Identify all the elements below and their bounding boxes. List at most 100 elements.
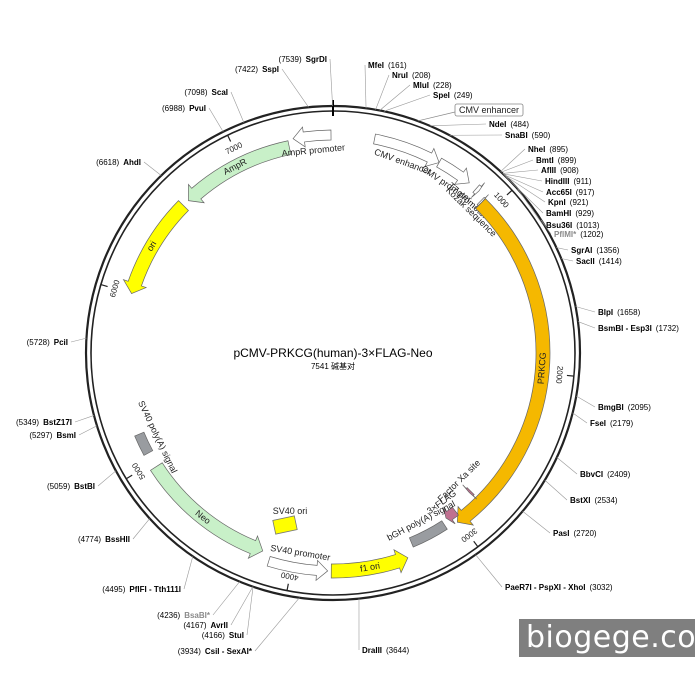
feature-label-prkcg: PRKCG [536,352,548,385]
site-pos-bamhi: (929) [575,209,594,218]
site-label-avrii: (4167)AvrII [183,621,228,630]
site-pos-avrii: (4167) [183,621,206,630]
feature-cmv-promoter [436,157,470,185]
feature-ampr-promoter [292,126,332,148]
site-label-kpni: KpnI(921) [548,198,589,207]
feature-label-ampr-promoter: AmpR promoter [281,142,345,158]
site-name-acc65i: Acc65I [546,188,572,197]
site-label-mlui: MluI(228) [413,81,452,90]
site-name-pasi: PasI [553,529,569,538]
site-name-aflii: AflII [541,166,556,175]
site-pos-paer7i-pspxi-xhoi: (3032) [589,583,612,592]
site-pos-aflii: (908) [560,166,579,175]
tick-mark-4000 [286,583,289,591]
site-name-bstz17i: BstZ17I [43,418,72,427]
site-pos-bsu36i: (1013) [576,221,599,230]
site-name-csii-sexai: CsiI - SexAI* [205,647,253,656]
site-label-aflii: AflII (908) [541,166,579,175]
site-label-csii-sexai: (3934)CsiI - SexAI* [178,647,253,656]
tick-mark-1000 [506,189,513,196]
tick-mark-6000 [100,283,108,288]
tick-mark-2000 [566,374,574,377]
site-name-mfei: MfeI [368,61,384,70]
plasmid-backbone [84,100,582,602]
site-name-sacii: SacII [576,257,595,266]
feature-label-f1-ori: f1 ori [359,561,380,574]
site-leader-nhei [500,148,526,172]
site-leader-fsei [572,412,588,424]
site-label-bstxi: BstXI(2534) [570,496,618,505]
site-leader-hindiii [502,173,543,182]
site-name-bstbi: BstBI [74,482,95,491]
site-name-snabi: SnaBI [505,131,528,140]
site-label-stui: (4166)StuI [202,631,244,640]
site-label-scai: (7098) ScaI [184,88,228,97]
site-pos-pflfi-tth111i: (4495) [102,585,125,594]
site-name-bsabi: BsaBI* [184,611,211,620]
site-pos-snabi: (590) [532,131,551,140]
site-name-bmti: BmtI [536,156,554,165]
site-label-bsshii: (4774)BssHII [78,535,130,544]
site-name-spei: SpeI [433,91,450,100]
site-leader-bsmi [78,425,98,436]
site-leader-bsshii [132,518,150,540]
site-pos-bbvci: (2409) [607,470,630,479]
site-label-sgrdi: (7539)SgrDI [279,55,327,64]
site-label-sgrai: SgrAI(1356) [571,246,620,255]
watermark-background [519,619,695,657]
site-leader-sgrdi [329,58,333,107]
site-label-pcii: (5728)PciI [27,338,68,347]
tick-label-5000: 5000 [130,461,147,481]
plasmid-length: 7541 碱基对 [311,361,355,371]
site-name-ndei: NdeI [489,120,506,129]
site-label-draiii: DraIII(3644) [362,646,409,655]
site-leader-spei [383,94,431,112]
site-name-bamhi: BamHI [546,209,571,218]
site-pos-scai: (7098) [184,88,207,97]
site-label-pasi: PasI(2720) [553,529,597,538]
site-leader-sgrai [556,247,569,251]
site-pos-sspi: (7422) [235,65,258,74]
feature-neo [149,462,264,559]
feature-ori [122,200,189,295]
site-name-pflfi-tth111i: PflFI - Tth111I [129,585,181,594]
site-name-pcii: PciI [54,338,68,347]
tick-mark-7000 [227,134,232,142]
site-label-bbvci: BbvCI(2409) [580,470,631,479]
site-name-scai: ScaI [212,88,228,97]
site-pos-nhei: (895) [549,145,568,154]
site-leader-csii-sexai [254,597,300,652]
site-name-nrui: NruI [392,71,408,80]
tick-mark-5000 [125,474,133,480]
site-pos-acc65i: (917) [576,188,595,197]
site-leader-pasi [522,511,551,534]
site-leader-bsmbi-esp3i [577,321,596,329]
site-leader-ndei [429,123,487,127]
site-label-pflfi-tth111i: (4495) PflFI - Tth111I [102,585,181,594]
site-label-nrui: NruI(208) [392,71,431,80]
site-pos-spei: (249) [454,91,473,100]
site-label-pflmi: PflMI*(1202) [554,230,604,239]
site-pos-sacii: (1414) [599,257,622,266]
site-pos-mlui: (228) [433,81,452,90]
feature-f1-ori [330,549,409,579]
site-label-bsu36i: Bsu36I(1013) [546,221,600,230]
site-name-draiii: DraIII [362,646,382,655]
site-leader-bsabi [212,581,240,616]
site-name-stui: StuI [229,631,244,640]
tick-label-4000: 4000 [280,570,300,582]
site-pos-pvui: (6988) [162,104,185,113]
site-label-pvui: (6988) PvuI [162,104,206,113]
site-name-hindiii: HindIII [545,177,569,186]
site-label-fsei: FseI(2179) [590,419,633,428]
site-leader-scai [230,91,245,123]
site-leader-aflii [502,169,539,174]
site-name-bsshii: BssHII [105,535,130,544]
site-leader-bbvci [556,457,578,475]
site-name-blpi: BlpI [598,308,613,317]
site-leader-bamhi [505,176,544,214]
site-name-pvui: PvuI [189,104,206,113]
feature-prkcg [456,198,551,526]
site-pos-bstxi: (2534) [594,496,617,505]
